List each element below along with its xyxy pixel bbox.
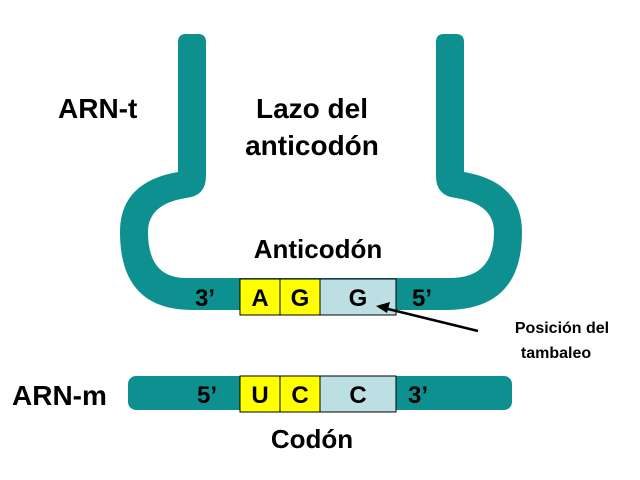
codon-wobble-box bbox=[319, 375, 397, 413]
loop-label-line1: Lazo del bbox=[256, 93, 368, 124]
anticodon-end-left: 3’ bbox=[195, 285, 215, 312]
codon-base-1: U bbox=[251, 382, 268, 409]
wobble-arrow-head bbox=[376, 302, 390, 313]
wobble-label-line1: Posición del bbox=[515, 320, 609, 337]
codon-base-3: C bbox=[349, 382, 366, 409]
anticodon-base-box-2 bbox=[279, 278, 321, 316]
trna-label: ARN-t bbox=[58, 93, 137, 124]
anticodon-base-1: A bbox=[251, 285, 268, 312]
loop-label-line2: anticodón bbox=[245, 130, 379, 161]
mrna-label: ARN-m bbox=[12, 380, 107, 411]
codon-label: Codón bbox=[271, 424, 353, 454]
codon-base-box-2 bbox=[279, 375, 321, 413]
anticodon-base-3: G bbox=[349, 285, 368, 312]
wobble-label-line2: tambaleo bbox=[521, 345, 591, 362]
codon-end-left: 5’ bbox=[197, 382, 217, 409]
anticodon-base-2: G bbox=[291, 285, 310, 312]
anticodon-end-right: 5’ bbox=[412, 285, 432, 312]
trna-loop-shape bbox=[120, 34, 522, 310]
codon-base-2: C bbox=[291, 382, 308, 409]
anticodon-label: Anticodón bbox=[254, 234, 383, 264]
codon-end-right: 3’ bbox=[408, 382, 428, 409]
wobble-arrow-line bbox=[383, 306, 479, 333]
